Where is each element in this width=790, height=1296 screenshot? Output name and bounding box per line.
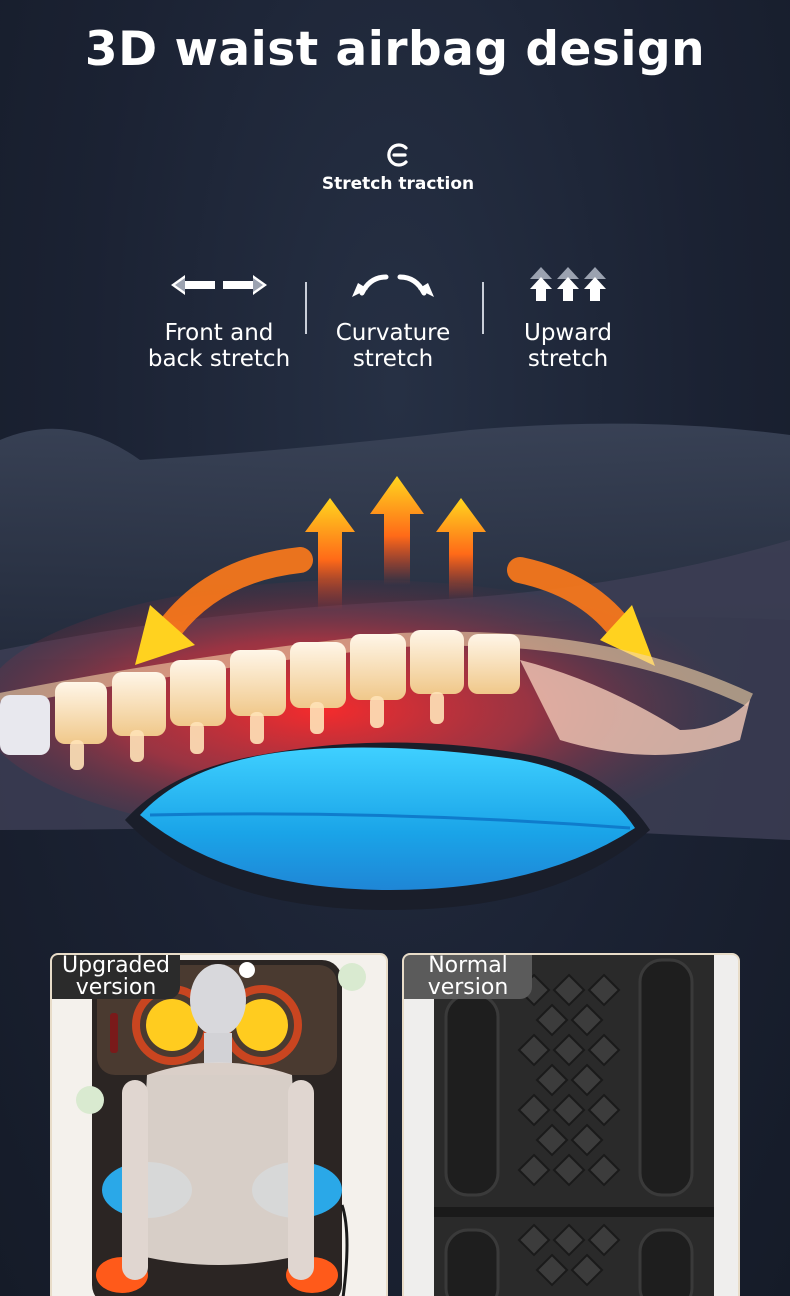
upgraded-version-tag: Upgraded version: [52, 955, 180, 999]
tag-line2: version: [427, 975, 509, 1000]
feature-label-line1: Upward: [524, 320, 612, 346]
stretch-traction-label: Stretch traction: [321, 174, 475, 194]
normal-version-card: Normal version: [402, 953, 740, 1296]
divider: [482, 282, 484, 334]
upgraded-mat-illustration: [76, 960, 366, 1296]
feature-label-line2: stretch: [352, 346, 434, 372]
feature-label-line1: Front and: [164, 320, 274, 346]
upgraded-version-card: Upgraded version: [50, 953, 388, 1296]
divider: [305, 282, 307, 334]
tag-line1: Upgraded: [62, 953, 171, 978]
up-arrows-icon: [530, 267, 606, 301]
spine-airbag-illustration: [0, 423, 790, 910]
feature-label-line2: stretch: [527, 346, 609, 372]
page-title: 3D waist airbag design: [84, 22, 706, 77]
curved-arrows-icon: [352, 274, 434, 297]
tag-line1: Normal: [428, 953, 508, 978]
feature-curvature-stretch: Curvature stretch: [308, 262, 478, 372]
normal-mat-illustration: [434, 955, 714, 1296]
feature-label-line2: back stretch: [147, 346, 291, 372]
feature-label-line1: Curvature: [335, 320, 451, 346]
normal-version-tag: Normal version: [404, 955, 532, 999]
feature-front-back-stretch: Front and back stretch: [134, 262, 304, 372]
tag-line2: version: [75, 975, 157, 1000]
stretch-traction-icon: [387, 143, 408, 167]
feature-upward-stretch: Upward stretch: [483, 262, 653, 372]
left-right-arrows-icon: [171, 275, 267, 295]
